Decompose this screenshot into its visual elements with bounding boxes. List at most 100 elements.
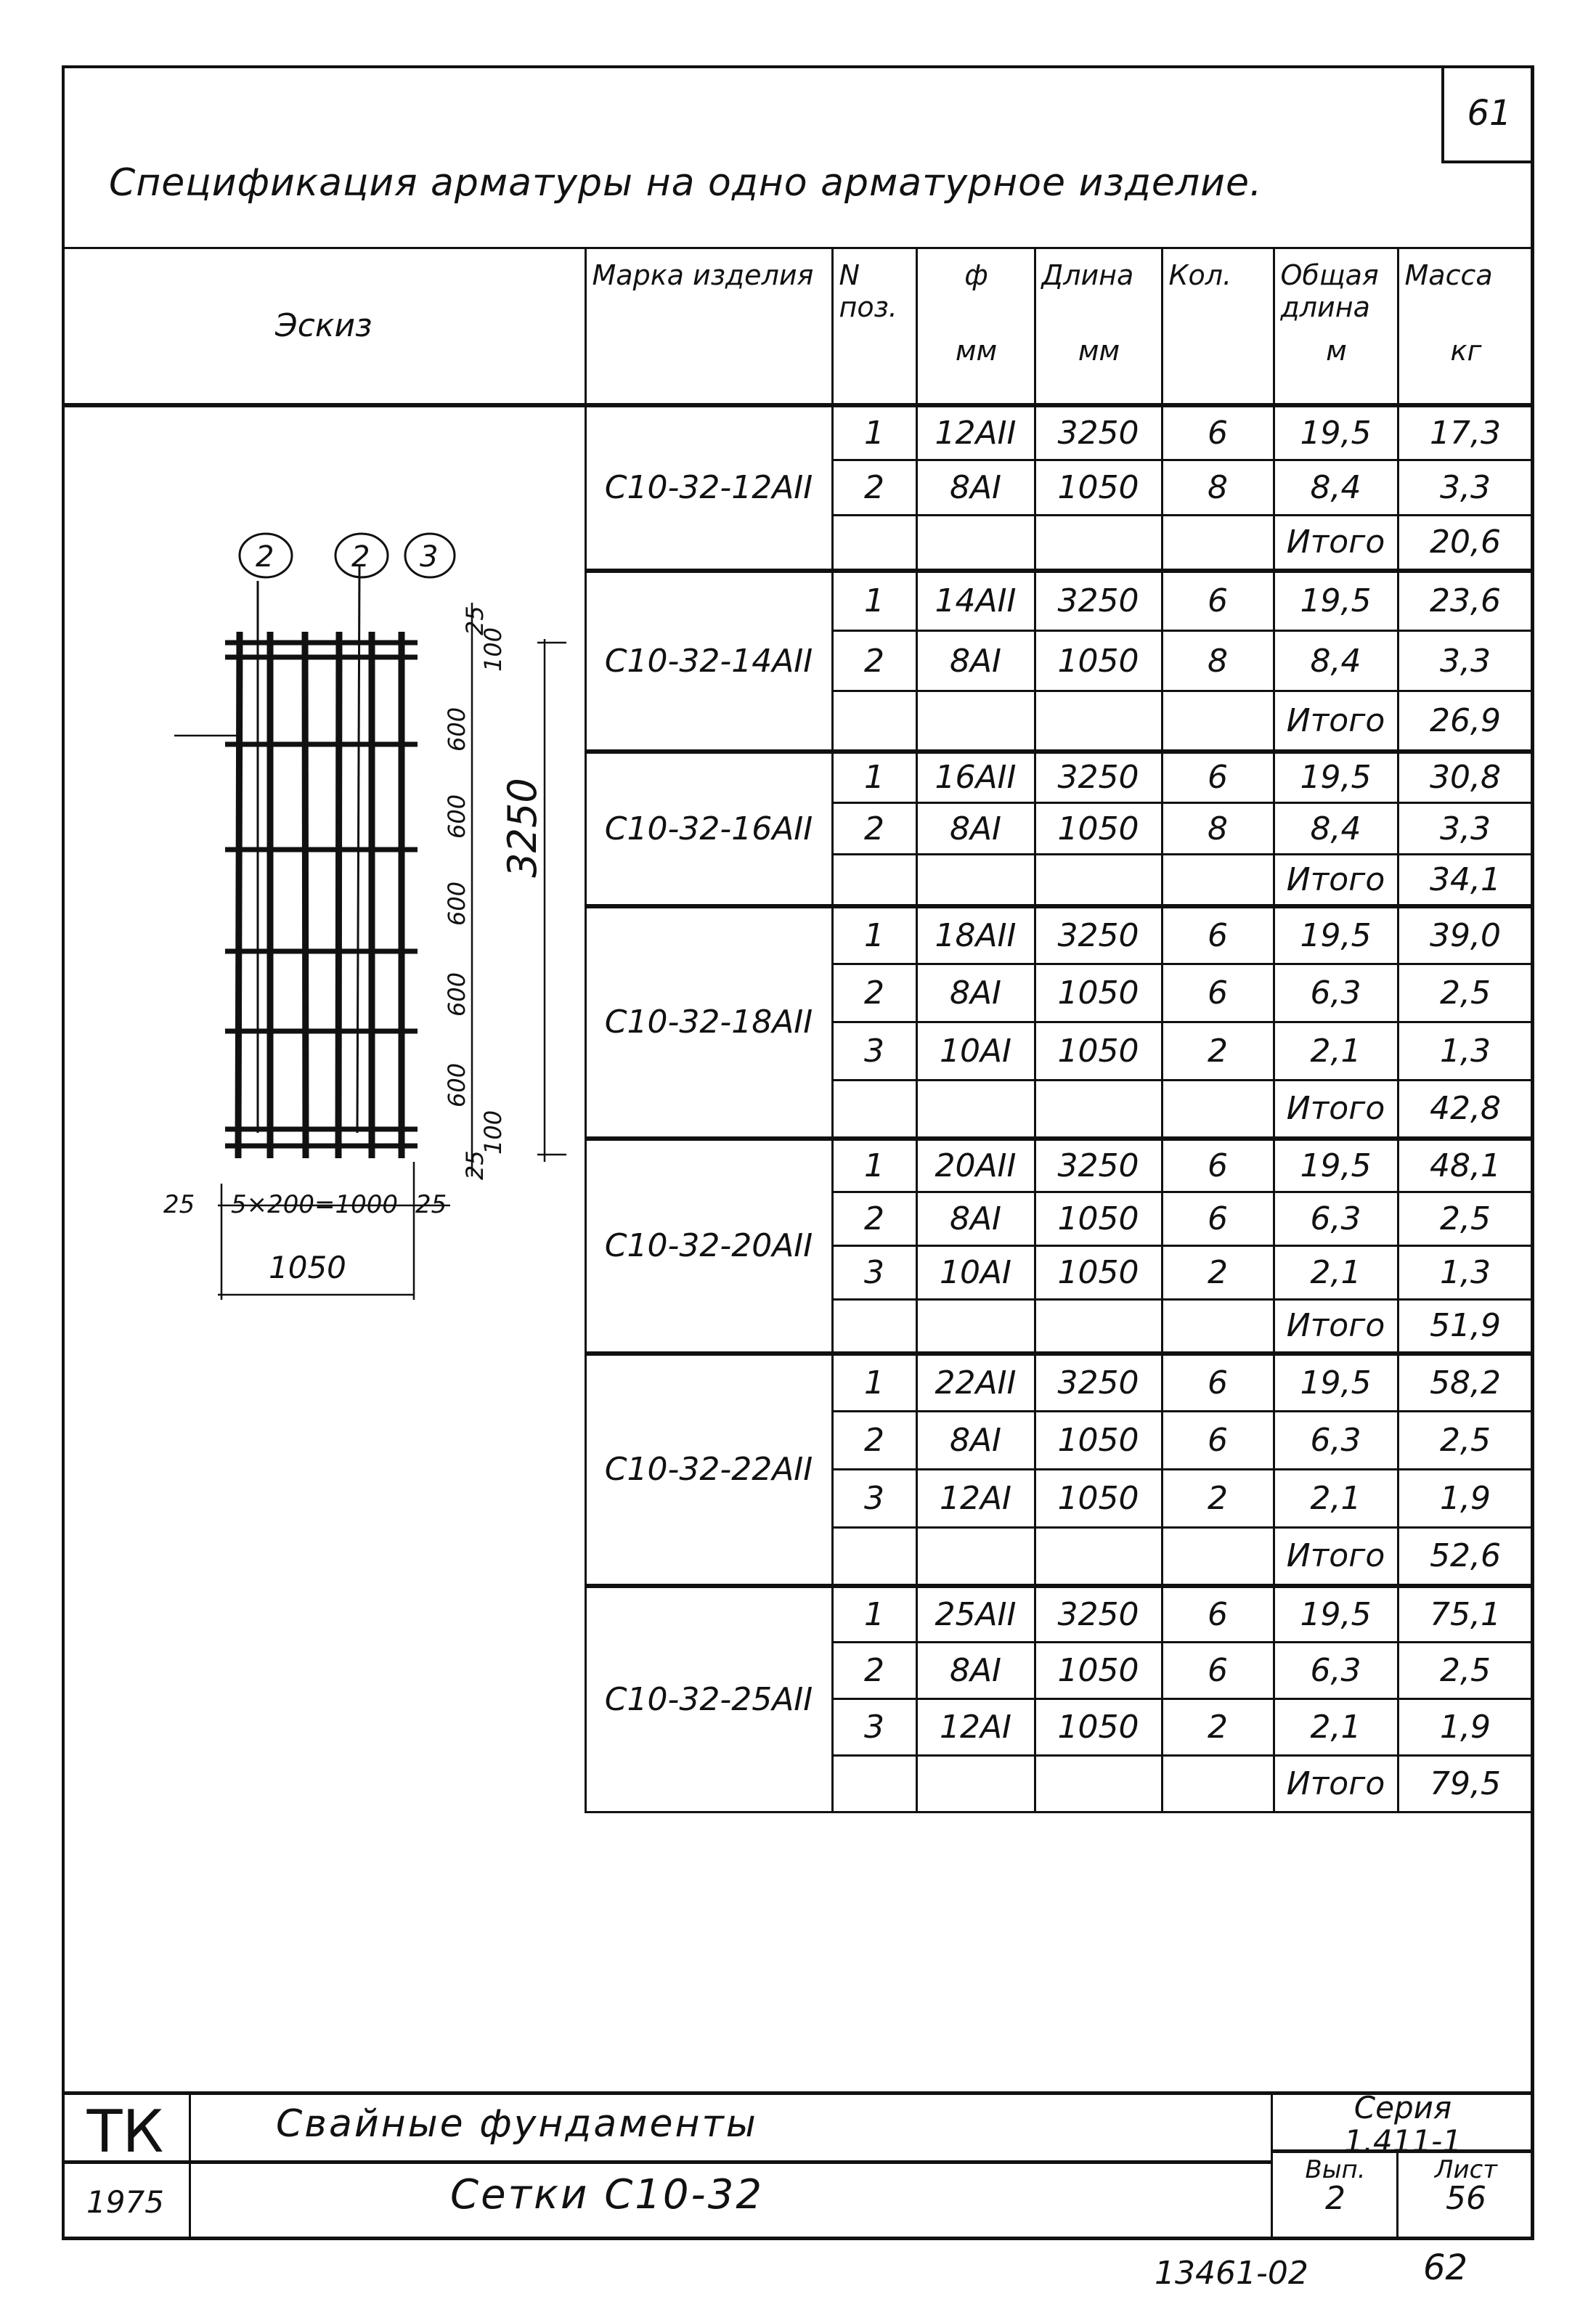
cell-total-length: 19,5 — [1272, 1583, 1399, 1643]
cell-qty: 6 — [1160, 1136, 1275, 1193]
empty-cell — [1160, 1079, 1275, 1139]
archive-page: 62 — [1423, 2247, 1468, 2288]
cell-total-length: 19,5 — [1272, 749, 1399, 804]
dim-seg: 600 — [443, 972, 471, 1017]
cell-qty: 6 — [1160, 903, 1275, 965]
dim-3250: 3250 — [500, 778, 545, 877]
cell-pos: 1 — [831, 1351, 918, 1412]
cell-mass: 75,1 — [1396, 1583, 1534, 1643]
cell-qty: 2 — [1160, 1245, 1275, 1301]
cell-mass: 1,9 — [1396, 1698, 1534, 1757]
cell-length: 3250 — [1033, 568, 1163, 632]
dim-bottom-left: 25 — [163, 1190, 195, 1219]
title-block-divider — [62, 2160, 1272, 2164]
series-label: Серия — [1353, 2090, 1452, 2125]
cell-dia: 20АII — [915, 1136, 1036, 1193]
empty-cell — [915, 1079, 1036, 1139]
cell-qty: 6 — [1160, 402, 1275, 461]
cell-length: 3250 — [1033, 749, 1163, 804]
year: 1975 — [86, 2184, 164, 2220]
header-length-label: Длина — [1041, 259, 1134, 291]
series: Серия 1.411-1 — [1272, 2091, 1534, 2158]
cell-length: 1050 — [1033, 1191, 1163, 1247]
dimension-lines — [174, 603, 566, 1300]
cell-length: 1050 — [1033, 1641, 1163, 1700]
cell-total-length: 19,5 — [1272, 568, 1399, 632]
sketch-area — [63, 402, 587, 1812]
cell-total-length: 8,4 — [1272, 459, 1399, 516]
cell-total-length: 2,1 — [1272, 1245, 1399, 1301]
cell-length: 3250 — [1033, 402, 1163, 461]
cell-total-length: 8,4 — [1272, 802, 1399, 855]
empty-cell — [1033, 1079, 1163, 1139]
total-mass: 26,9 — [1396, 690, 1534, 752]
cell-dia: 14АII — [915, 568, 1036, 632]
title-block-subtitle: Сетки С10-32 — [450, 2171, 765, 2218]
empty-cell — [831, 514, 918, 571]
cell-dia: 8АI — [915, 1410, 1036, 1470]
cell-mass: 1,3 — [1396, 1021, 1534, 1081]
callout-circle — [238, 532, 293, 579]
cell-dia: 10АI — [915, 1245, 1036, 1301]
empty-cell — [1033, 690, 1163, 752]
cell-total-length: 19,5 — [1272, 1136, 1399, 1193]
total-mass: 52,6 — [1396, 1526, 1534, 1587]
cell-dia: 16АII — [915, 749, 1036, 804]
transverse-bars — [225, 640, 418, 1149]
title-block-title: Свайные фундаменты — [276, 2102, 758, 2146]
cell-pos: 2 — [831, 802, 918, 855]
bar-long — [235, 631, 243, 1159]
cell-mass: 39,0 — [1396, 903, 1534, 965]
total-mass: 79,5 — [1396, 1754, 1534, 1813]
empty-cell — [831, 1298, 918, 1354]
cell-length: 1050 — [1033, 963, 1163, 1023]
cell-length: 1050 — [1033, 1698, 1163, 1757]
callout-2b: 2 — [351, 540, 370, 574]
total-label: Итого — [1272, 514, 1399, 571]
header-mass-label: Масса — [1404, 259, 1493, 291]
cell-dia: 12АII — [915, 402, 1036, 461]
cell-qty: 6 — [1160, 749, 1275, 804]
cell-qty: 2 — [1160, 1698, 1275, 1757]
dim-segments: 25 100 600 600 600 600 600 100 25 — [443, 606, 507, 1180]
cell-dia: 12АI — [915, 1468, 1036, 1529]
cell-dia: 8АI — [915, 459, 1036, 516]
cell-length: 3250 — [1033, 903, 1163, 965]
cell-pos: 1 — [831, 402, 918, 461]
cell-qty: 6 — [1160, 568, 1275, 632]
cell-dia: 8АI — [915, 1641, 1036, 1700]
cell-dia: 18АII — [915, 903, 1036, 965]
cell-total-length: 8,4 — [1272, 630, 1399, 692]
empty-cell — [1033, 1526, 1163, 1587]
total-label: Итого — [1272, 1298, 1399, 1354]
item-mark: С10-32-22АII — [584, 1351, 834, 1587]
header-dia-unit: мм — [955, 335, 998, 367]
cell-length: 1050 — [1033, 802, 1163, 855]
org-code: ТК — [86, 2097, 164, 2165]
item-mark: С10-32-12АII — [584, 402, 834, 571]
empty-cell — [915, 1754, 1036, 1813]
cell-total-length: 19,5 — [1272, 1351, 1399, 1412]
empty-cell — [915, 1298, 1036, 1354]
empty-cell — [1160, 1754, 1275, 1813]
empty-cell — [831, 1079, 918, 1139]
empty-cell — [831, 1526, 918, 1587]
cell-pos: 1 — [831, 568, 918, 632]
issue-value: 2 — [1325, 2180, 1345, 2217]
cell-length: 1050 — [1033, 459, 1163, 516]
total-mass: 42,8 — [1396, 1079, 1534, 1139]
page-title: Спецификация арматуры на одно арматурное… — [109, 161, 1263, 205]
cell-pos: 2 — [831, 459, 918, 516]
empty-cell — [1160, 1298, 1275, 1354]
